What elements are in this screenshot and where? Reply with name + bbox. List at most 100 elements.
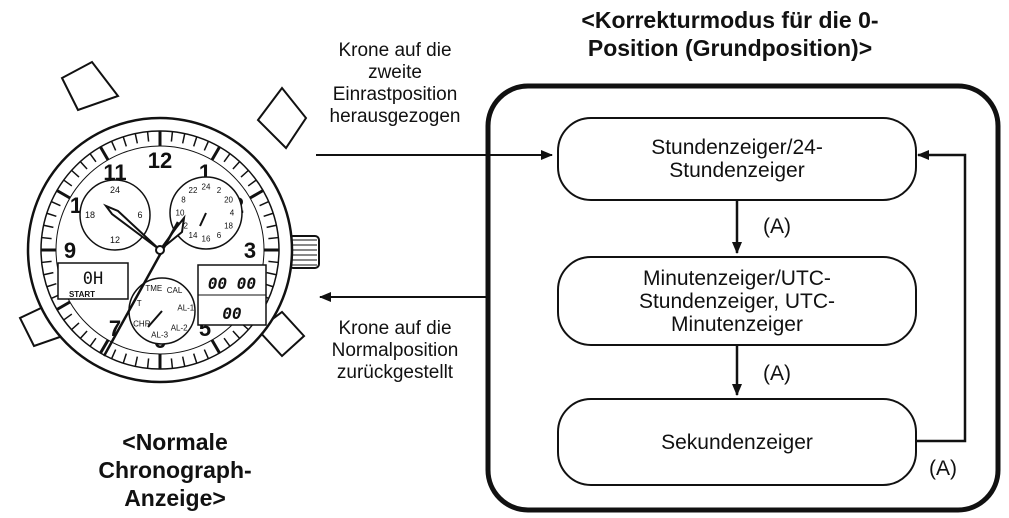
subdial-number: TME xyxy=(145,284,162,293)
mode-title: <Korrekturmodus für die 0- Position (Gru… xyxy=(520,6,940,62)
bezel-tick xyxy=(181,356,186,367)
subdial-number: 18 xyxy=(224,222,233,231)
bezel-tick xyxy=(46,282,57,288)
subdial-number: AL-2 xyxy=(171,323,188,332)
subdial-number: CAL xyxy=(167,286,183,295)
bezel-tick xyxy=(63,179,73,187)
bezel-tick xyxy=(263,212,274,218)
bezel-tick xyxy=(146,358,150,369)
bezel-tick xyxy=(43,224,54,229)
crown-returned-label: Krone auf die Normalposition zurückgeste… xyxy=(300,318,490,384)
hour-numeral: 11 xyxy=(103,160,126,185)
subdial-number: 22 xyxy=(189,186,198,195)
hour-numeral: 7 xyxy=(109,316,121,341)
state-2-line-1: Minutenzeiger/UTC- xyxy=(643,266,831,290)
subdial-number: 18 xyxy=(85,210,95,220)
subdial-number: T xyxy=(137,299,142,308)
subdial-number: CHR xyxy=(133,320,151,329)
bezel-tick xyxy=(110,349,117,360)
state-minute-hand: Minutenzeiger/UTC- Stundenzeiger, UTC- M… xyxy=(557,256,917,346)
crown-ridges xyxy=(291,239,317,266)
arrow-state-3-to-1 xyxy=(915,150,967,443)
bezel-tick xyxy=(210,339,221,354)
subdial-number: 6 xyxy=(217,231,222,240)
transition-label-2: (A) xyxy=(763,362,791,385)
state-1-line-2: Stundenzeiger xyxy=(669,159,805,182)
bezel-ticks xyxy=(41,131,279,369)
subdial-number: 10 xyxy=(176,209,185,218)
bezel-tick xyxy=(43,271,54,276)
bezel-tick xyxy=(146,131,150,142)
bezel-tick xyxy=(210,146,221,161)
subdial-number: 2 xyxy=(217,186,222,195)
bezel-tick xyxy=(247,179,257,187)
hour-numeral: 9 xyxy=(64,238,76,263)
crown-returned-line-3: zurückgestellt xyxy=(336,362,454,383)
bezel-tick xyxy=(223,153,231,163)
bezel-tick xyxy=(192,353,198,364)
state-1-line-1: Stundenzeiger/24- xyxy=(651,136,823,159)
state-2-line-2: Stundenzeiger, UTC- xyxy=(638,289,836,313)
state-3-line-1: Sekundenzeiger xyxy=(661,430,813,454)
subdial-number: AL-3 xyxy=(151,331,168,340)
state-second-hand: Sekundenzeiger xyxy=(557,398,917,486)
bezel-tick xyxy=(79,330,88,339)
subdial-number: 12 xyxy=(110,235,120,245)
crown-returned-line-1: Krone auf die xyxy=(338,318,452,339)
subdial-number: 14 xyxy=(189,231,198,240)
bezel-tick xyxy=(240,169,249,178)
bezel-tick xyxy=(79,161,88,170)
normal-title-line-2: Chronograph- xyxy=(98,457,252,483)
bezel-tick xyxy=(223,337,231,347)
bezel-tick xyxy=(99,339,110,354)
bezel-tick xyxy=(232,330,241,339)
bezel-tick xyxy=(268,236,279,240)
subdial-number: 20 xyxy=(224,196,233,205)
state-2-line-3: Minutenzeiger xyxy=(671,312,803,336)
transition-label-3: (A) xyxy=(929,457,957,480)
state-hour-hand: Stundenzeiger/24- Stundenzeiger xyxy=(557,117,917,201)
crown-pulled-line-3: Einrastposition xyxy=(332,84,458,105)
left-lcd xyxy=(57,262,129,300)
bezel-tick xyxy=(122,136,128,147)
watch-lug-top-left xyxy=(60,60,120,112)
normal-title-line-1: <Normale xyxy=(122,429,228,455)
bezel-tick xyxy=(89,337,97,347)
bezel-tick xyxy=(268,260,279,264)
bezel-tick xyxy=(232,161,241,170)
bezel-tick xyxy=(89,153,97,163)
subdial-number: 24 xyxy=(202,183,211,192)
bezel-tick xyxy=(41,260,52,264)
right-subdial-hand xyxy=(199,212,207,227)
bezel-tick xyxy=(181,133,186,144)
second-hand xyxy=(102,221,180,357)
subdial-number: 8 xyxy=(181,196,186,205)
watch-lug-top-right xyxy=(256,86,308,150)
hands-pivot xyxy=(155,245,165,255)
crown-returned-line-2: Normalposition xyxy=(331,340,459,361)
subdial-number: 16 xyxy=(202,235,211,244)
bezel-tick xyxy=(134,356,139,367)
bezel-tick xyxy=(50,200,61,207)
hour-hand xyxy=(103,203,161,251)
mode-title-line-1: <Korrekturmodus für die 0- xyxy=(581,7,879,33)
normal-title-line-3: Anzeige> xyxy=(124,485,226,511)
normal-display-title: <Normale Chronograph- Anzeige> xyxy=(60,428,290,512)
bezel-tick xyxy=(134,133,139,144)
watch-crown xyxy=(288,235,320,269)
bezel-tick xyxy=(192,136,198,147)
bezel-tick xyxy=(63,313,73,321)
subdial-number: 6 xyxy=(137,210,142,220)
hour-numeral: 3 xyxy=(244,238,256,263)
crown-pulled-line-2: zweite xyxy=(368,62,422,83)
bezel-tick xyxy=(259,200,270,207)
mode-title-line-2: Position (Grundposition)> xyxy=(587,35,873,61)
crown-pulled-label: Krone auf die zweite Einrastposition her… xyxy=(300,40,490,128)
bezel-tick xyxy=(203,140,210,151)
bezel-tick xyxy=(266,224,277,229)
bezel-tick xyxy=(56,189,71,200)
watch-dial xyxy=(55,145,265,355)
